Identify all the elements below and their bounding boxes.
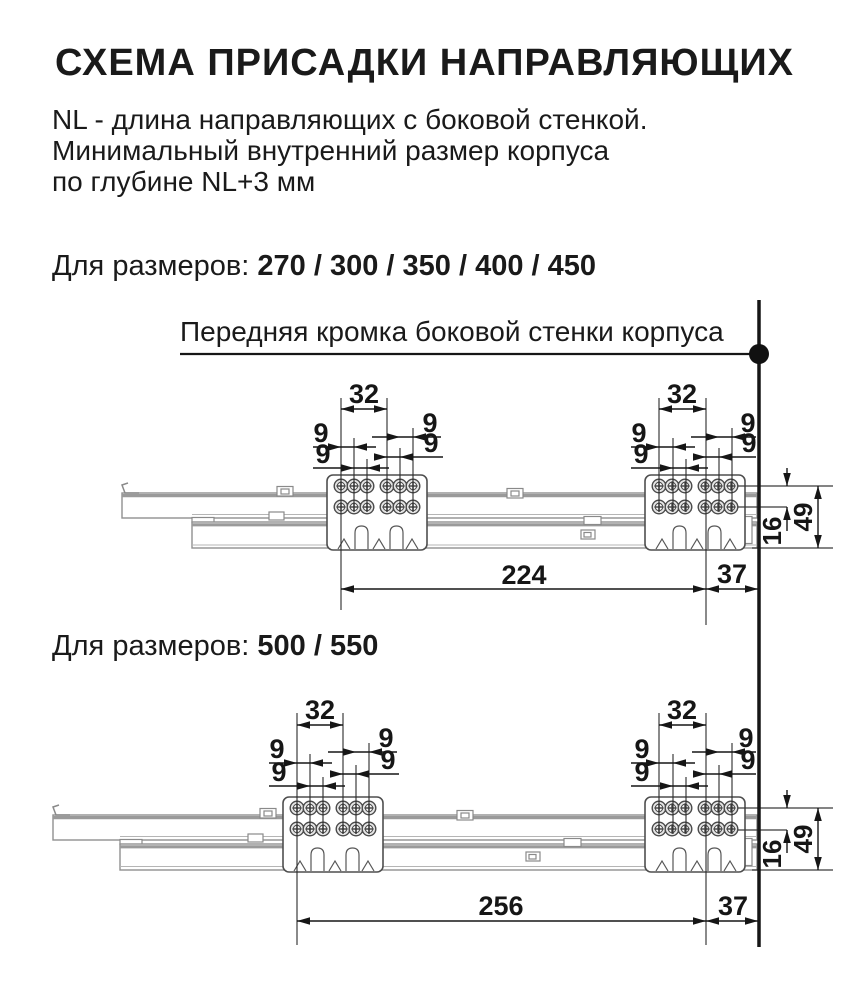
mounting-bracket-front: [645, 475, 745, 550]
mounting-bracket-rear: [327, 475, 427, 550]
dim-label-9: 9: [738, 723, 753, 753]
dim-9-holes-front: 9 9 9 9: [631, 723, 756, 790]
description-line: NL - длина направляющих с боковой стенко…: [52, 104, 648, 135]
dim-49: 49: [788, 486, 822, 548]
dim-label-9: 9: [378, 723, 393, 753]
extension-lines: [340, 398, 733, 625]
dim-224: 224: [341, 560, 706, 593]
mounting-bracket-front: [645, 797, 745, 872]
dim-32-rear: 32: [341, 379, 387, 413]
sizes-values: 270 / 300 / 350 / 400 / 450: [257, 250, 597, 282]
front-edge-dot: [749, 344, 769, 364]
dim-label-9: 9: [631, 418, 646, 448]
dim-49: 49: [788, 808, 822, 870]
rail-clips: [247, 807, 753, 867]
dim-9-holes-front: 9 9 9 9: [631, 408, 757, 472]
dim-label-16: 16: [757, 517, 787, 546]
dim-label-9: 9: [271, 757, 286, 787]
dim-label-9: 9: [315, 439, 330, 469]
dim-9-holes-rear: 9 9 9 9: [269, 723, 399, 790]
dim-32-front: 32: [659, 379, 706, 413]
page-title: СХЕМА ПРИСАДКИ НАПРАВЛЯЮЩИХ: [55, 42, 794, 84]
dim-label-32: 32: [349, 379, 379, 409]
side-leaders: [738, 485, 833, 549]
dim-16: 16: [757, 468, 791, 545]
sizes-heading-500-550: Для размеров: 500 / 550: [52, 630, 378, 663]
dim-label-9: 9: [634, 757, 649, 787]
dim-label-16: 16: [757, 840, 787, 869]
side-leaders: [738, 807, 833, 871]
dim-label-32: 32: [667, 695, 697, 725]
description-line: Минимальный внутренний размер корпуса: [52, 135, 610, 166]
dim-32-rear: 32: [297, 695, 343, 729]
front-edge-reference: [180, 300, 769, 947]
dim-label-9: 9: [741, 428, 756, 458]
dim-label-32: 32: [667, 379, 697, 409]
dim-label-9: 9: [740, 745, 755, 775]
dim-9-holes-rear: 9 9 9 9: [313, 408, 443, 472]
dim-label-9: 9: [269, 734, 284, 764]
sizes-heading-270-450: Для размеров: 270 / 300 / 350 / 400 / 45…: [52, 250, 596, 283]
description-text: NL - длина направляющих с боковой стенко…: [52, 104, 647, 197]
diagram-sizes-270-450: 32 32 9 9 9 9 9 9: [121, 379, 833, 625]
dim-label-49: 49: [788, 825, 818, 854]
rail-clips: [268, 485, 753, 545]
dim-label-37: 37: [717, 559, 747, 589]
dim-label-37: 37: [718, 891, 748, 921]
dim-256: 256: [297, 891, 706, 925]
dim-label-9: 9: [422, 408, 437, 438]
dim-label-224: 224: [501, 560, 546, 590]
dim-label-49: 49: [788, 503, 818, 532]
dim-label-9: 9: [380, 745, 395, 775]
mounting-bracket-rear: [283, 797, 383, 872]
dim-label-9: 9: [423, 428, 438, 458]
dim-16: 16: [757, 790, 791, 868]
description-line: по глубине NL+3 мм: [52, 166, 316, 197]
dim-37: 37: [706, 559, 758, 593]
sizes-prefix: Для размеров:: [52, 250, 250, 282]
sizes-prefix: Для размеров:: [52, 630, 250, 662]
sizes-values: 500 / 550: [257, 630, 379, 662]
dim-label-32: 32: [305, 695, 335, 725]
dim-label-256: 256: [478, 891, 523, 921]
dim-label-9: 9: [740, 408, 755, 438]
dim-label-9: 9: [634, 734, 649, 764]
diagram-sizes-500-550: 32 32 9 9 9 9 9 9: [52, 695, 833, 945]
dim-label-9: 9: [633, 439, 648, 469]
dim-37: 37: [706, 891, 758, 925]
dim-32-front: 32: [659, 695, 706, 729]
dim-label-9: 9: [313, 418, 328, 448]
front-edge-label: Передняя кромка боковой стенки корпуса: [180, 316, 724, 347]
